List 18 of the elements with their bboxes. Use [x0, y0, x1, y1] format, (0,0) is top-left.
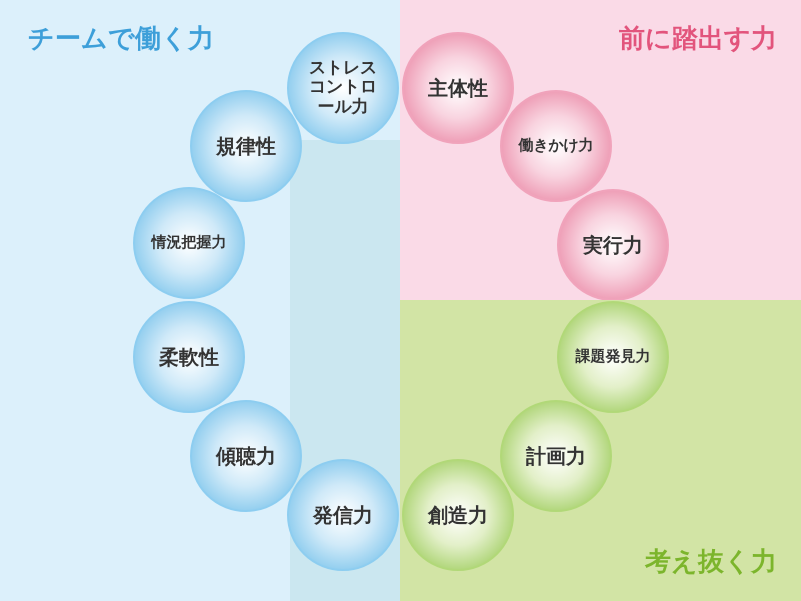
panel-heading: 前に踏出す力 — [619, 26, 777, 52]
skill-label: 課題発見力 — [576, 348, 650, 366]
skill-label: 創造力 — [428, 504, 488, 526]
skill-label: ストレスコントロール力 — [308, 58, 378, 118]
skill-label: 計画力 — [526, 444, 586, 468]
skill-label: 働きかけ力 — [518, 137, 594, 155]
skill-label: 発信力 — [313, 504, 373, 526]
skill-label: 情況把握力 — [152, 234, 226, 252]
category-panel — [400, 300, 801, 601]
category-panel — [400, 0, 801, 300]
skill-label: 傾聴力 — [216, 444, 276, 468]
skill-label: 主体性 — [428, 76, 488, 100]
panel-heading: 考え抜く力 — [645, 549, 777, 575]
panel-heading: チームで働く力 — [28, 26, 214, 52]
skill-label: 規律性 — [216, 134, 276, 158]
skill-label: 実行力 — [583, 234, 643, 256]
skill-label: 柔軟性 — [159, 346, 219, 368]
category-panel — [0, 0, 400, 601]
